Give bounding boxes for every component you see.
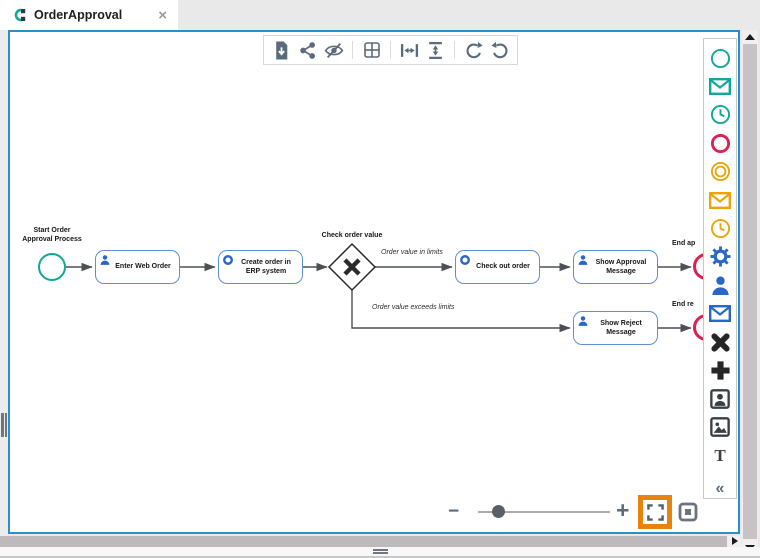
exclusive-gateway-node [327, 242, 377, 292]
undo-icon[interactable] [463, 40, 484, 61]
horizontal-scrollbar-thumb[interactable] [0, 536, 727, 547]
splitter-grip-icon[interactable] [1, 413, 7, 437]
end-event-icon[interactable] [706, 129, 734, 157]
task-check-out-order[interactable]: Check out order [455, 250, 540, 284]
user-task-icon [578, 255, 588, 265]
gateway-label: Check order value [321, 232, 383, 239]
timer-start-event-icon[interactable] [706, 101, 734, 129]
end-event-label: End re [672, 301, 694, 308]
task-label: Show Approval Message [595, 258, 647, 275]
task-create-order-erp[interactable]: Create order in ERP system [218, 250, 303, 284]
export-file-icon[interactable] [271, 40, 292, 61]
toolbar-separator [390, 41, 391, 59]
share-icon[interactable] [297, 40, 318, 61]
zoom-out-button[interactable]: − [448, 501, 460, 522]
start-event-node[interactable] [38, 253, 66, 281]
task-show-reject-message[interactable]: Show Reject Message [573, 311, 658, 345]
window-bottom-edge [0, 556, 760, 558]
toolbar-separator [352, 41, 353, 59]
left-splitter[interactable] [0, 30, 8, 548]
fit-viewport-icon [646, 503, 664, 521]
scroll-up-icon[interactable] [745, 34, 755, 40]
service-task-icon[interactable] [706, 243, 734, 271]
task-label: Show Reject Message [600, 319, 642, 336]
hide-overlay-icon[interactable] [323, 40, 344, 61]
task-label: Create order in ERP system [241, 258, 291, 275]
grid-icon[interactable] [361, 40, 382, 61]
task-show-approval-message[interactable]: Show Approval Message [573, 250, 658, 284]
message-start-event-icon[interactable] [706, 72, 734, 100]
tab-title: OrderApproval [34, 8, 123, 22]
end-event-label: End ap [672, 240, 696, 247]
reset-zoom-button[interactable] [678, 502, 698, 522]
participant-icon[interactable] [706, 385, 734, 413]
exclusive-gateway-icon[interactable] [706, 328, 734, 356]
bottom-splitter[interactable] [0, 547, 760, 556]
task-label: Check out order [476, 263, 530, 271]
distribute-vertical-icon[interactable] [425, 40, 446, 61]
distribute-horizontal-icon[interactable] [399, 40, 420, 61]
tab-close-icon[interactable]: × [158, 6, 167, 24]
parallel-gateway-icon[interactable] [706, 356, 734, 384]
toolbar-separator [454, 41, 455, 59]
splitter-grip-icon[interactable] [373, 549, 388, 554]
vertical-scrollbar-thumb[interactable] [743, 44, 757, 539]
redo-icon[interactable] [489, 40, 510, 61]
tab-bar: OrderApproval × [0, 0, 760, 30]
reset-zoom-icon [678, 502, 698, 522]
diagram-toolbar [263, 35, 518, 65]
task-label: Enter Web Order [115, 263, 171, 271]
horizontal-scrollbar[interactable] [0, 536, 741, 547]
task-enter-web-order[interactable]: Enter Web Order [95, 250, 180, 284]
vertical-scrollbar[interactable] [742, 30, 758, 555]
diagram-canvas[interactable]: Start Order Approval Process Check order… [8, 30, 740, 534]
flow-label: Order value exceeds limits [372, 304, 455, 311]
user-task-icon[interactable] [706, 271, 734, 299]
zoom-slider-track[interactable] [478, 511, 610, 513]
timer-intermediate-event-icon[interactable] [706, 214, 734, 242]
sequence-flows [66, 242, 692, 333]
image-icon[interactable] [706, 413, 734, 441]
start-event-label: Start Order Approval Process [22, 227, 82, 244]
service-task-icon [223, 255, 233, 265]
collapse-palette-icon[interactable]: « [715, 480, 725, 498]
zoom-slider-thumb[interactable] [492, 505, 505, 518]
user-task-icon [578, 316, 588, 326]
message-intermediate-event-icon[interactable] [706, 186, 734, 214]
flow-label: Order value in limits [381, 249, 443, 256]
send-task-icon[interactable] [706, 300, 734, 328]
bpmn-file-icon [14, 8, 26, 22]
user-task-icon [100, 255, 110, 265]
zoom-in-button[interactable]: + [616, 497, 630, 523]
tab-orderapproval[interactable]: OrderApproval × [0, 0, 178, 30]
text-annotation-icon[interactable]: T [714, 446, 726, 466]
scroll-right-icon[interactable] [732, 537, 738, 545]
intermediate-event-icon[interactable] [706, 158, 734, 186]
service-task-icon [460, 255, 470, 265]
fit-to-viewport-button[interactable] [638, 495, 672, 529]
zoom-controls: − + [440, 494, 710, 532]
start-event-icon[interactable] [706, 44, 734, 72]
element-palette: T « [703, 38, 737, 499]
